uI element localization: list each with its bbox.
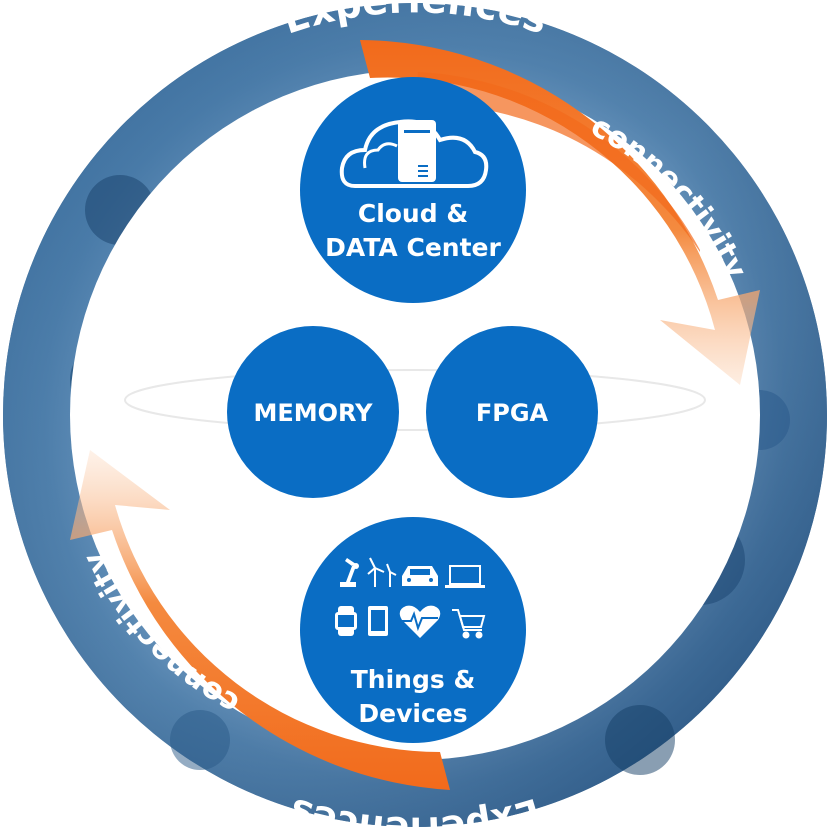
memory-node: MEMORY <box>227 326 399 498</box>
cloud-node-label-line2: DATA Center <box>325 233 501 262</box>
heart-rate-icon <box>399 605 441 638</box>
fpga-node: FPGA <box>426 326 598 498</box>
cloud-datacenter-node: Cloud & DATA Center <box>300 77 526 303</box>
fpga-node-label: FPGA <box>476 399 549 427</box>
things-node-label-line1: Things & <box>351 665 476 694</box>
cloud-node-label-line1: Cloud & <box>358 199 468 228</box>
smartwatch-icon <box>335 606 357 636</box>
shopping-cart-icon <box>452 609 486 639</box>
tablet-icon <box>368 606 388 636</box>
things-devices-node: Things & Devices <box>300 517 526 743</box>
robot-arm-icon <box>340 558 359 587</box>
center-orbit-ellipse <box>124 369 706 431</box>
experiences-ring <box>3 3 827 827</box>
cloud-server-icon <box>339 119 489 188</box>
laptop-icon <box>445 565 485 588</box>
things-node-label-line2: Devices <box>358 699 467 728</box>
connectivity-arrow-left <box>70 450 450 790</box>
memory-node-label: MEMORY <box>253 399 373 427</box>
car-icon <box>402 566 438 586</box>
wind-turbine-icon <box>367 557 397 587</box>
